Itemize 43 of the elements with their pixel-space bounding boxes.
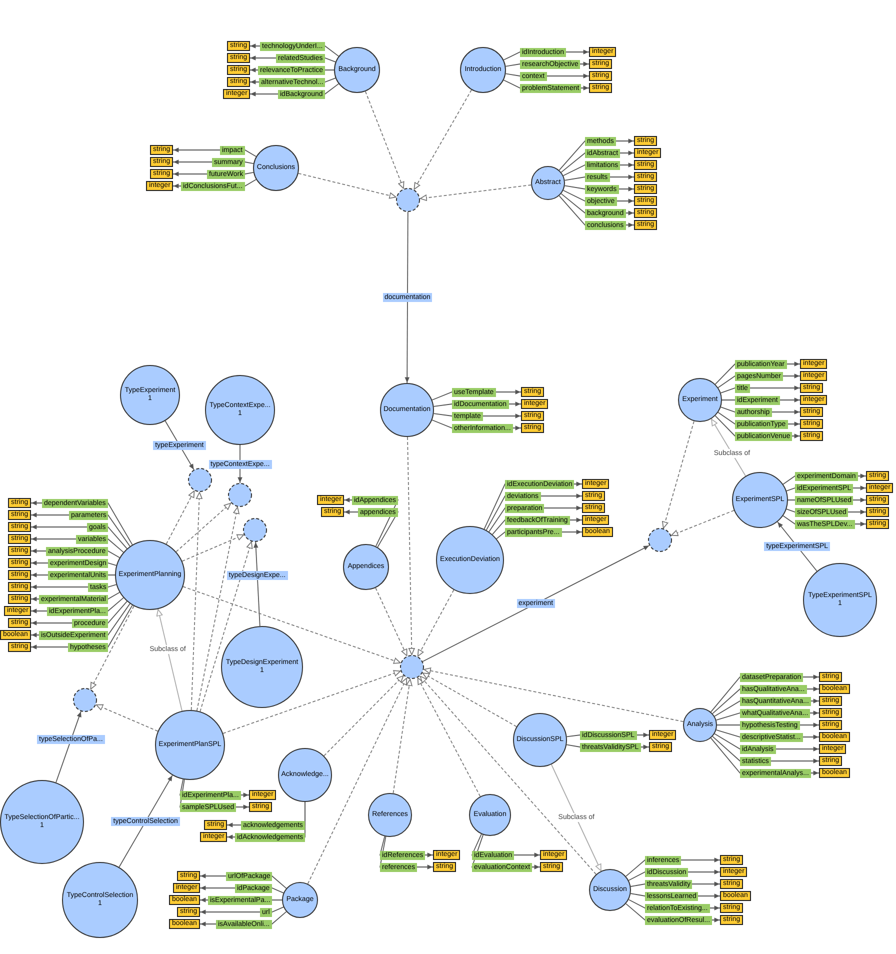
dashed-arrow [324,675,404,756]
dashed-circle [648,528,672,552]
dashed-arrow [307,677,408,884]
dashed-arrow [392,678,412,794]
dashed-arrow [176,502,232,552]
dashed-arrow [417,677,481,797]
dashed-circle [188,468,212,492]
dashed-circle [400,655,424,679]
arrow [156,608,182,712]
dashed-arrow [196,506,240,712]
dashed-arrow [222,670,402,734]
dashed-arrow [420,676,597,875]
dashed-circle [396,188,420,212]
arrow [30,524,128,550]
dashed-circle [228,483,252,507]
dashed-circle [243,518,267,542]
dashed-arrow [298,172,397,199]
dashed-arrow [166,490,195,544]
arrow [254,542,260,627]
arrow [118,774,173,868]
arrow [56,710,82,783]
arrow [404,212,410,384]
dashed-arrow [96,704,158,732]
dashed-arrow [414,89,472,190]
dashed-circle [73,688,97,712]
dashed-arrow [662,420,694,529]
dashed-arrow [182,586,402,664]
dashed-arrow [364,90,404,190]
dashed-arrow [90,606,134,690]
dashed-arrow [419,184,532,202]
arrow [422,545,650,662]
arrow [200,906,284,914]
dashed-arrow [200,541,253,712]
dashed-arrow [417,589,454,657]
dashed-arrow [407,436,415,656]
dashed-arrow [190,492,202,710]
arrow [720,386,800,394]
dashed-arrow [423,668,684,722]
dashed-arrow [422,672,517,728]
dashed-arrow [670,510,734,536]
dashed-arrow [375,587,408,657]
dashed-arrow [182,534,244,562]
arrow [550,764,602,872]
